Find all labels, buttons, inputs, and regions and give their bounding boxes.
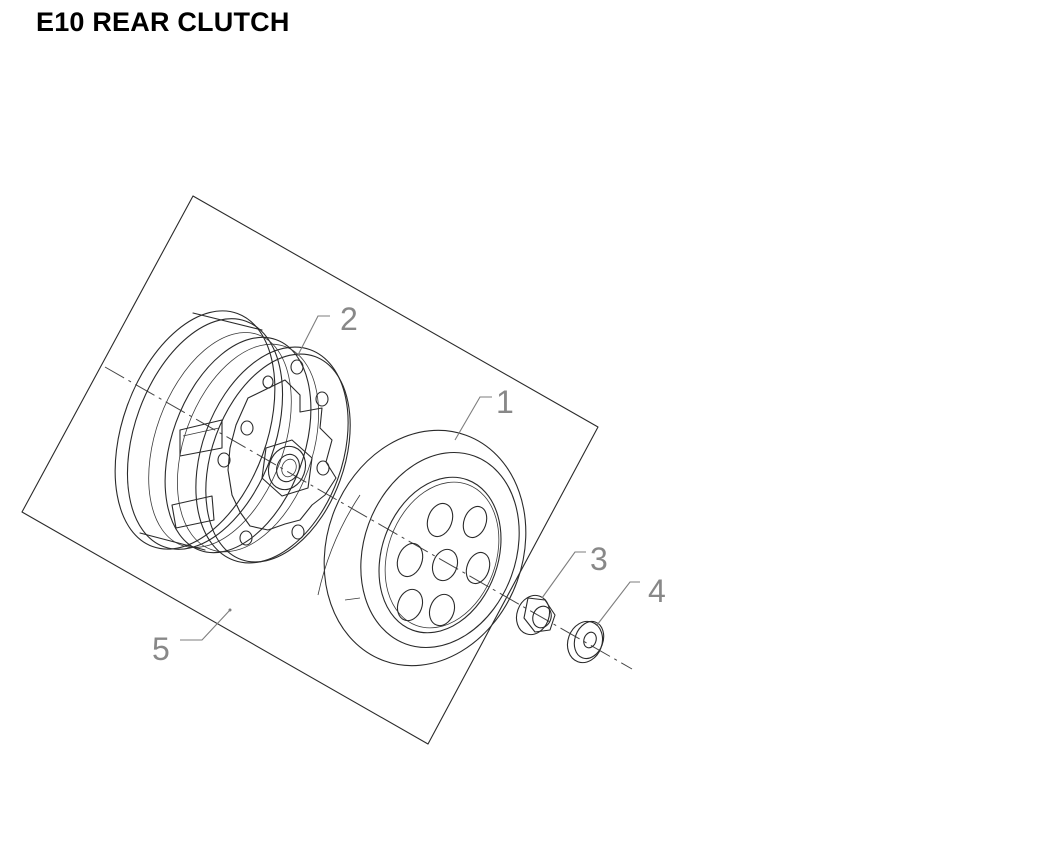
callout-3-leader: [541, 551, 586, 599]
washer[interactable]: [562, 616, 609, 667]
assembly-outline-box: [21, 195, 599, 745]
callout-2-number: 2: [340, 301, 358, 337]
flange-nut[interactable]: [511, 591, 556, 640]
callout-4-leader: [596, 581, 640, 626]
clutch-outer-bell[interactable]: [292, 402, 558, 695]
center-axis-line: [104, 366, 633, 670]
page-title: E10 REAR CLUTCH: [36, 7, 290, 37]
callout-2-leader: [296, 315, 330, 358]
callout-5-leader: [180, 609, 231, 641]
callout-1-leader: [454, 396, 492, 441]
callout-5-number: 5: [152, 631, 170, 667]
callout-4-number: 4: [648, 573, 666, 609]
clutch-shoe-assembly[interactable]: [85, 289, 377, 584]
callout-1-number: 1: [496, 384, 514, 420]
callout-3-number: 3: [590, 541, 608, 577]
